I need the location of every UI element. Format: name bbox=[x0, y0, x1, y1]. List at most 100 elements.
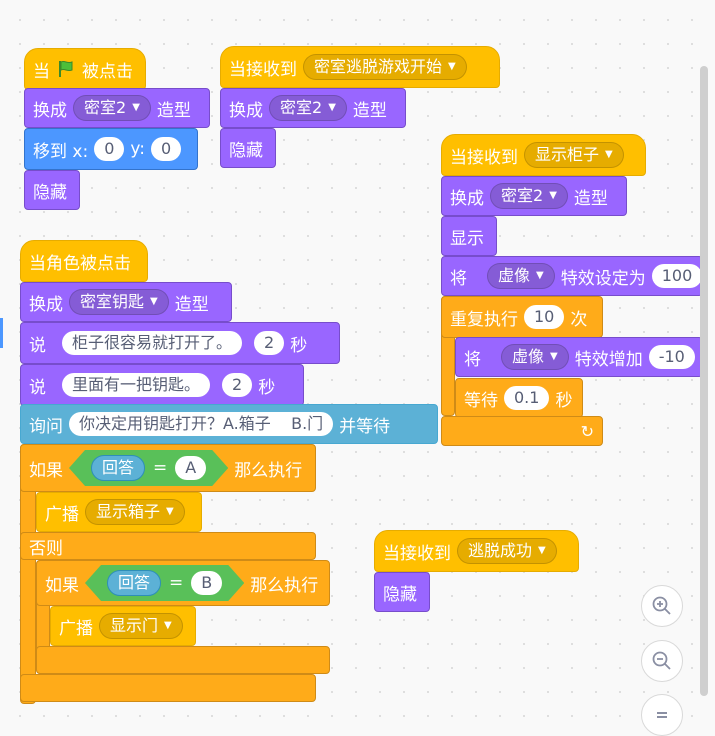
block-label: 否则 bbox=[29, 538, 63, 559]
dropdown-value: 显示箱子 bbox=[96, 502, 161, 521]
block-label: 将 bbox=[450, 268, 467, 289]
chevron-down-icon: ▼ bbox=[150, 296, 158, 307]
block-label: 当接收到 bbox=[450, 147, 518, 168]
zoom-in-button[interactable] bbox=[641, 585, 683, 627]
dropdown-value: 密室2 bbox=[280, 98, 323, 117]
hide-block[interactable]: 隐藏 bbox=[374, 572, 430, 612]
effect-value-input[interactable]: 100 bbox=[651, 264, 702, 288]
goto-xy-block[interactable]: 移到 x: 0 y: 0 bbox=[24, 128, 198, 170]
block-label: 特效设定为 bbox=[560, 268, 646, 289]
effect-dropdown[interactable]: 虚像 ▼ bbox=[487, 263, 555, 289]
zoom-out-button[interactable] bbox=[641, 640, 683, 682]
dropdown-value: 虚像 bbox=[512, 347, 545, 366]
block-label: 说 bbox=[29, 377, 46, 398]
block-label: 换成 bbox=[229, 100, 263, 121]
hat-prefix: 当 bbox=[33, 61, 50, 82]
repeat-count-input[interactable]: 10 bbox=[524, 305, 565, 329]
say-text-input[interactable]: 柜子很容易就打开了。 bbox=[62, 331, 243, 355]
block-label: 等待 bbox=[464, 390, 498, 411]
block-label: 造型 bbox=[156, 100, 191, 121]
block-label: 当接收到 bbox=[383, 543, 451, 564]
block-label: 说 bbox=[29, 335, 46, 356]
effect-dropdown[interactable]: 虚像▼ bbox=[501, 344, 569, 370]
when-sprite-clicked-block[interactable]: 当角色被点击 bbox=[20, 240, 148, 282]
change-effect-block[interactable]: 将 虚像▼ 特效增加 -10 bbox=[455, 337, 703, 377]
block-label: 如果 bbox=[29, 460, 63, 481]
ask-and-wait-block[interactable]: 询问 你决定用钥匙打开？A.箱子 B.门 并等待 bbox=[20, 404, 438, 444]
block-label: 造型 bbox=[174, 294, 209, 315]
dropdown-value: 虚像 bbox=[498, 266, 531, 285]
chevron-down-icon: ▼ bbox=[536, 270, 544, 281]
block-label: 显示 bbox=[450, 228, 484, 249]
if-bottom bbox=[36, 646, 330, 674]
ask-text-input[interactable]: 你决定用钥匙打开？A.箱子 B.门 bbox=[69, 412, 334, 436]
show-block[interactable]: 显示 bbox=[441, 216, 497, 256]
switch-costume-block[interactable]: 换成 密室钥匙 ▼ 造型 bbox=[20, 282, 232, 322]
message-dropdown[interactable]: 显示柜子▼ bbox=[524, 142, 624, 168]
block-label: 广播 bbox=[59, 618, 93, 639]
chevron-down-icon: ▼ bbox=[132, 102, 140, 113]
costume-dropdown[interactable]: 密室2 ▼ bbox=[269, 95, 347, 121]
broadcast-block[interactable]: 广播 显示门▼ bbox=[50, 606, 196, 646]
dropdown-value: 密室2 bbox=[501, 186, 544, 205]
block-label: 移到 x: bbox=[33, 141, 89, 162]
operator-symbol: = bbox=[153, 458, 168, 478]
block-label: 秒 bbox=[290, 335, 308, 356]
broadcast-dropdown[interactable]: 显示门▼ bbox=[99, 613, 183, 639]
answer-reporter[interactable]: 回答 bbox=[91, 455, 145, 481]
block-label: y: bbox=[130, 139, 145, 159]
costume-dropdown[interactable]: 密室2▼ bbox=[73, 95, 151, 121]
chevron-down-icon: ▼ bbox=[549, 190, 557, 201]
chevron-down-icon: ▼ bbox=[166, 506, 174, 517]
zoom-in-icon bbox=[652, 596, 671, 615]
say-for-secs-block[interactable]: 说 里面有一把钥匙。 2 秒 bbox=[20, 364, 304, 406]
vertical-scrollbar[interactable] bbox=[700, 66, 708, 696]
equals-operator[interactable]: 回答 = A bbox=[69, 450, 228, 486]
loop-arrow-icon: ↻ bbox=[580, 421, 594, 441]
block-label: 特效增加 bbox=[574, 349, 643, 370]
y-input[interactable]: 0 bbox=[150, 137, 182, 161]
set-effect-block[interactable]: 将 虚像 ▼ 特效设定为 100 bbox=[441, 256, 703, 296]
repeat-block[interactable]: 重复执行 10 次 bbox=[441, 296, 603, 338]
when-receive-block[interactable]: 当接收到 显示柜子▼ bbox=[441, 134, 646, 176]
if-else-block[interactable]: 如果 回答 = A 那么执行 bbox=[20, 444, 316, 492]
message-dropdown[interactable]: 密室逃脱游戏开始▼ bbox=[303, 54, 467, 80]
block-label: 换成 bbox=[29, 294, 63, 315]
hide-block[interactable]: 隐藏 bbox=[220, 128, 276, 168]
block-label: 重复执行 bbox=[450, 309, 518, 330]
costume-dropdown[interactable]: 密室2 ▼ bbox=[490, 183, 568, 209]
equals-operator[interactable]: 回答 = B bbox=[85, 565, 244, 601]
if-block[interactable]: 如果 回答 = B 那么执行 bbox=[36, 560, 330, 606]
when-receive-block[interactable]: 当接收到 密室逃脱游戏开始▼ bbox=[220, 46, 500, 88]
block-label: 那么执行 bbox=[250, 575, 319, 596]
say-seconds-input[interactable]: 2 bbox=[254, 331, 285, 355]
hide-block[interactable]: 隐藏 bbox=[24, 170, 80, 210]
wait-seconds-input[interactable]: 0.1 bbox=[504, 386, 550, 410]
broadcast-dropdown[interactable]: 显示箱子 ▼ bbox=[85, 499, 185, 525]
effect-change-input[interactable]: -10 bbox=[648, 345, 695, 369]
when-flag-clicked-block[interactable]: 当 被点击 bbox=[24, 48, 146, 90]
dropdown-value: 密室钥匙 bbox=[80, 292, 145, 311]
x-input[interactable]: 0 bbox=[94, 137, 125, 161]
say-text-input[interactable]: 里面有一把钥匙。 bbox=[62, 373, 211, 397]
say-for-secs-block[interactable]: 说 柜子很容易就打开了。 2 秒 bbox=[20, 322, 340, 364]
compare-value-input[interactable]: B bbox=[191, 571, 222, 595]
broadcast-block[interactable]: 广播 显示箱子▼ bbox=[36, 492, 202, 532]
switch-costume-block[interactable]: 换成 密室2▼ 造型 bbox=[441, 176, 627, 216]
say-seconds-input[interactable]: 2 bbox=[222, 373, 253, 397]
switch-costume-block[interactable]: 换成 密室2▼ 造型 bbox=[220, 88, 406, 128]
compare-value-input[interactable]: A bbox=[175, 456, 206, 480]
message-dropdown[interactable]: 逃脱成功▼ bbox=[457, 538, 557, 564]
block-label: 那么执行 bbox=[234, 460, 303, 481]
chevron-down-icon: ▼ bbox=[328, 102, 336, 113]
answer-reporter[interactable]: 回答 bbox=[107, 570, 161, 596]
costume-dropdown[interactable]: 密室钥匙 ▼ bbox=[69, 289, 169, 315]
wait-block[interactable]: 等待 0.1 秒 bbox=[455, 378, 583, 418]
zoom-reset-button[interactable] bbox=[641, 694, 683, 736]
chevron-down-icon: ▼ bbox=[448, 61, 456, 72]
block-label: 当角色被点击 bbox=[29, 253, 131, 274]
when-receive-block[interactable]: 当接收到 逃脱成功▼ bbox=[374, 530, 579, 572]
block-label: 隐藏 bbox=[33, 182, 67, 203]
switch-costume-block[interactable]: 换成 密室2▼ 造型 bbox=[24, 88, 210, 128]
